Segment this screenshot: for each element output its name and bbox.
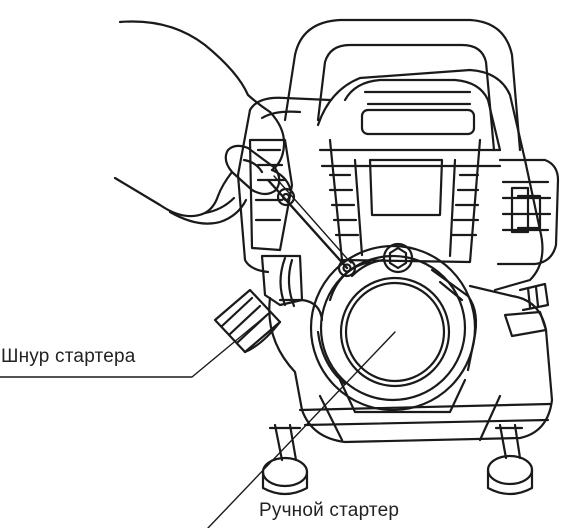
hand-illustration xyxy=(113,20,292,225)
callout-manual-starter-label: Ручной стартер xyxy=(259,500,400,521)
callout-starter-cord-label: Шнур стартера xyxy=(1,346,136,367)
front-cover xyxy=(328,138,482,264)
right-side-block xyxy=(496,158,560,266)
callout-line-manual-starter xyxy=(207,331,396,528)
cord-guide xyxy=(337,258,357,278)
starter-cord-inner xyxy=(273,175,352,264)
carry-handle xyxy=(283,18,522,152)
starter-housing xyxy=(309,244,478,412)
starter-cord xyxy=(266,178,349,270)
fuel-lines xyxy=(279,256,296,308)
manual-starter-disc xyxy=(339,276,451,388)
engine-cowl xyxy=(318,78,502,168)
starter-top-bolt xyxy=(382,242,414,274)
feet xyxy=(261,423,534,496)
callout-line-starter-cord xyxy=(0,313,269,378)
engine-body xyxy=(236,68,544,292)
carburetor xyxy=(248,138,304,307)
outlet-fitting xyxy=(503,282,550,338)
